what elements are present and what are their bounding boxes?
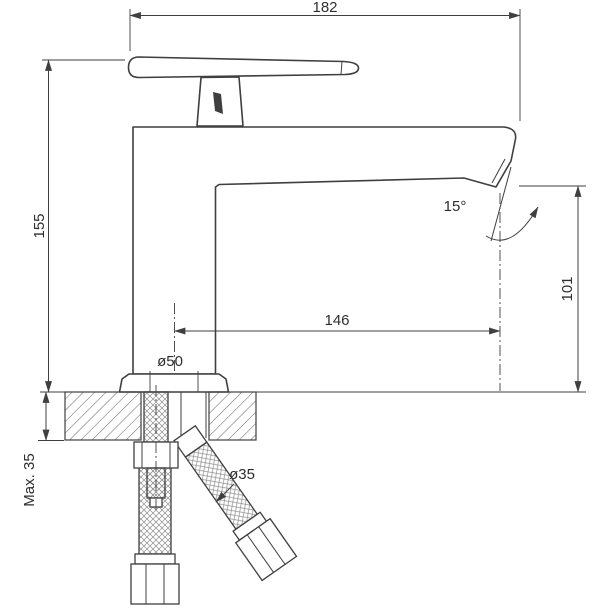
faucet-lever-handle: [127, 56, 360, 79]
hose-collar: [134, 553, 176, 565]
nut-facet: [246, 534, 274, 573]
faucet: [118, 56, 517, 393]
dimension-outlet-height: 101: [230, 185, 586, 393]
dim-outlet-height-label: 101: [559, 276, 576, 301]
dimension-spout-reach: 146: [174, 312, 501, 335]
nut-facet: [258, 526, 286, 565]
countertop: [64, 391, 257, 441]
faucet-body-and-spout: [132, 126, 517, 375]
hose-braid: [184, 441, 259, 531]
leader-line: [215, 483, 235, 503]
angle-arc: [485, 206, 539, 241]
hose-hex-nut: [130, 563, 180, 605]
dim-hole-diameter-label: ø35: [229, 466, 255, 483]
tilted-axis-line: [490, 166, 512, 242]
dim-max-thickness-label: Max. 35: [21, 453, 38, 506]
dimension-max-thickness: Max. 35: [21, 391, 64, 507]
countertop-left-section: [64, 391, 142, 441]
dim-outlet-angle-label: 15°: [444, 198, 467, 215]
cartridge-mark: [213, 92, 223, 114]
dim-total-height-label: 155: [31, 213, 48, 238]
aerator-detail: [491, 158, 506, 184]
dimension-outlet-angle: 15°: [444, 166, 539, 242]
faucet-base-flange: [118, 373, 230, 393]
dimension-base-diameter: ø50: [149, 353, 199, 392]
supply-hose-diagonal: [173, 424, 298, 582]
dimension-overall-length: 182: [129, 0, 521, 121]
lever-end-detail: [340, 61, 343, 75]
dim-spout-reach-label: 146: [324, 312, 349, 329]
dim-overall-length-label: 182: [312, 0, 337, 16]
dimension-total-height: 155: [31, 59, 125, 393]
dimension-hole-diameter: ø35: [215, 466, 255, 503]
dim-base-diameter-label: ø50: [157, 353, 183, 370]
countertop-right-section: [208, 391, 257, 441]
hose-hex-nut: [234, 517, 298, 582]
